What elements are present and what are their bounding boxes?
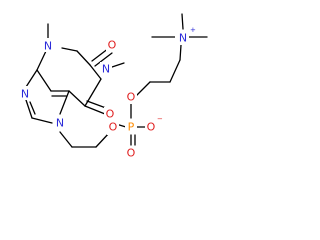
atom-o-top: O bbox=[108, 39, 117, 52]
atom-o-link-upper: O bbox=[127, 91, 136, 104]
bond-c4-n3 bbox=[36, 69, 52, 92]
bond-n9-c8-double bbox=[29, 101, 36, 115]
bond-c4-n9 bbox=[25, 69, 38, 88]
n-quat-charge: + bbox=[190, 26, 196, 34]
atom-o-double: O bbox=[127, 147, 136, 160]
structure-svg: N N N N O O N + O O P O O − bbox=[19, 13, 208, 160]
bond-n1-c2 bbox=[89, 64, 102, 80]
bond-n7-c5 bbox=[59, 90, 70, 115]
molecule-diagram: N N N N O O N + O O P O O − bbox=[19, 13, 208, 160]
bond-c6-o bbox=[84, 105, 106, 115]
atom-n-methyl-right: N bbox=[102, 63, 110, 76]
bond-n3-c4 bbox=[36, 50, 47, 71]
atom-n-ring-left: N bbox=[21, 88, 29, 101]
bond-c6-o-double bbox=[86, 100, 107, 109]
atom-n-ring-bottom: N bbox=[56, 117, 64, 130]
atom-o-right: O bbox=[106, 108, 115, 121]
bond-c2-n3 bbox=[76, 50, 91, 66]
bond-c8-n7 bbox=[31, 117, 53, 124]
atom-o-anion: O bbox=[147, 121, 156, 134]
bond-c6-n1 bbox=[84, 78, 102, 107]
bond-nq-methyl-top bbox=[181, 13, 184, 30]
bond-c5-c6 bbox=[68, 90, 86, 107]
bond-n7-ch2 bbox=[59, 131, 73, 148]
atom-o-link-lower: O bbox=[109, 121, 118, 134]
o-anion-charge: − bbox=[157, 115, 163, 123]
bond-n9-c8 bbox=[25, 99, 33, 119]
atom-n-methyl-top: N bbox=[44, 40, 52, 53]
bond-o-ch2 bbox=[135, 81, 151, 97]
atom-labels: N N N N O O N + O O P O O − bbox=[19, 26, 196, 160]
bond-n3-c2 bbox=[61, 47, 78, 52]
atom-n-quat: N bbox=[179, 32, 187, 45]
atom-p: P bbox=[128, 121, 135, 134]
bond-ch2-n bbox=[179, 44, 182, 61]
bond-c2-o bbox=[94, 52, 113, 67]
bond-ch2-ch2-c bbox=[169, 59, 181, 83]
